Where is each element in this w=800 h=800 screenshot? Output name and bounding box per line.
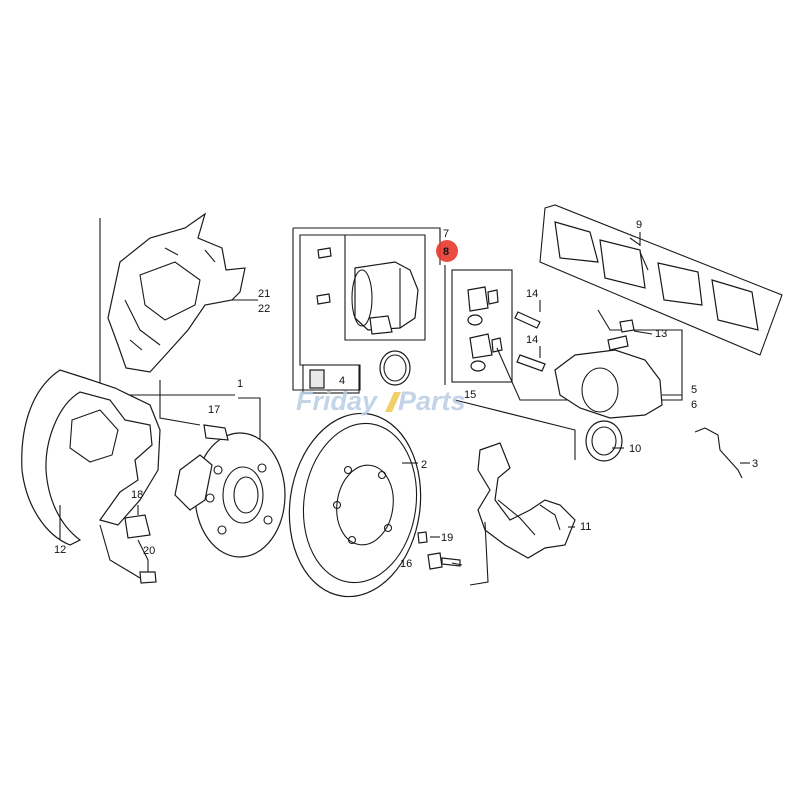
watermark: Friday Parts [296,386,466,416]
callout-7: 7 [443,228,449,240]
kit-bolt [316,247,332,305]
watermark-accent-mark [385,392,401,412]
callout-19: 19 [441,532,453,544]
wear-sensor [694,427,743,479]
pin-boot-kit [444,265,513,385]
callout-16: 16 [400,558,412,570]
callout-8: 8 [443,246,449,258]
seal-ring [379,350,411,386]
brake-disc [288,412,422,598]
callout-2: 2 [421,459,427,471]
dust-shield-lower [21,369,161,546]
dust-shield-upper [99,212,258,396]
callout-17: 17 [208,404,220,416]
callout-9: 9 [636,219,642,231]
callout-6: 6 [691,399,697,411]
caliper-bracket [469,442,576,586]
slide-pins [514,311,546,372]
callout-10: 10 [629,443,641,455]
hub-assembly [99,380,286,584]
brake-pads [539,204,783,356]
callout-4: 4 [339,375,345,387]
watermark-text-1: Friday [296,386,379,416]
caliper-bolt [417,531,461,570]
caliper-kit-frame [292,227,441,394]
callout-12: 12 [54,544,66,556]
caliper-motor [351,261,419,335]
callout-15: 15 [464,389,476,401]
callout-1: 1 [237,378,243,390]
callout-13: 13 [655,328,667,340]
watermark-text-2: Parts [398,386,466,416]
callout-18: 18 [131,489,143,501]
callout-14a: 14 [526,288,538,300]
callout-22: 22 [258,303,270,315]
callout-20: 20 [143,545,155,557]
callout-14b: 14 [526,334,538,346]
callout-21: 21 [258,288,270,300]
highlight-circle [436,240,458,262]
callout-11: 11 [580,521,591,533]
grease-pack [309,369,325,389]
piston-seal [454,399,624,462]
callout-5: 5 [691,384,697,396]
caliper-body [496,309,683,419]
callout-3: 3 [752,458,758,470]
